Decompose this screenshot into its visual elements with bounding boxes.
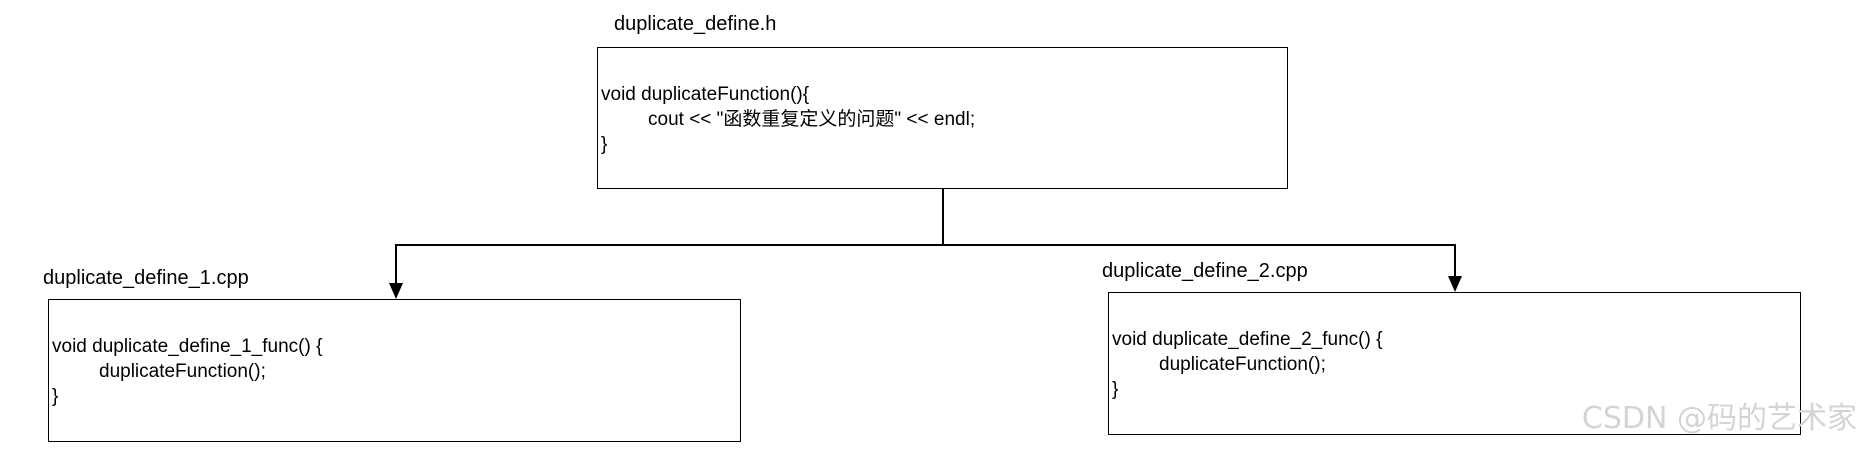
arrowhead-to-source-1: [389, 283, 403, 299]
source-file-2-box: void duplicate_define_2_func() { duplica…: [1108, 292, 1801, 435]
source-file-1-box: void duplicate_define_1_func() { duplica…: [48, 299, 741, 442]
code-line: cout << "函数重复定义的问题" << endl;: [648, 109, 976, 130]
header-file-code: void duplicateFunction(){ cout << "函数重复定…: [601, 82, 975, 157]
code-line: void duplicate_define_2_func() {: [1112, 329, 1383, 350]
code-line: }: [601, 134, 608, 155]
connector-to-source-1: [395, 244, 943, 287]
header-file-box: void duplicateFunction(){ cout << "函数重复定…: [597, 47, 1288, 189]
source-file-1-code: void duplicate_define_1_func() { duplica…: [52, 334, 322, 409]
header-file-label: duplicate_define.h: [614, 13, 777, 35]
code-line: void duplicate_define_1_func() {: [52, 336, 323, 357]
arrowhead-to-source-2: [1448, 276, 1462, 292]
code-line: duplicateFunction();: [99, 361, 266, 382]
source-file-1-label: duplicate_define_1.cpp: [43, 267, 249, 289]
code-line: }: [52, 386, 59, 407]
code-line: }: [1112, 379, 1119, 400]
code-line: duplicateFunction();: [1159, 354, 1326, 375]
source-file-2-label: duplicate_define_2.cpp: [1102, 260, 1308, 282]
watermark: CSDN @码的艺术家: [1581, 401, 1857, 436]
source-file-2-code: void duplicate_define_2_func() { duplica…: [1112, 327, 1382, 402]
code-line: void duplicateFunction(){: [601, 84, 810, 105]
connector-to-source-2: [943, 244, 1456, 280]
